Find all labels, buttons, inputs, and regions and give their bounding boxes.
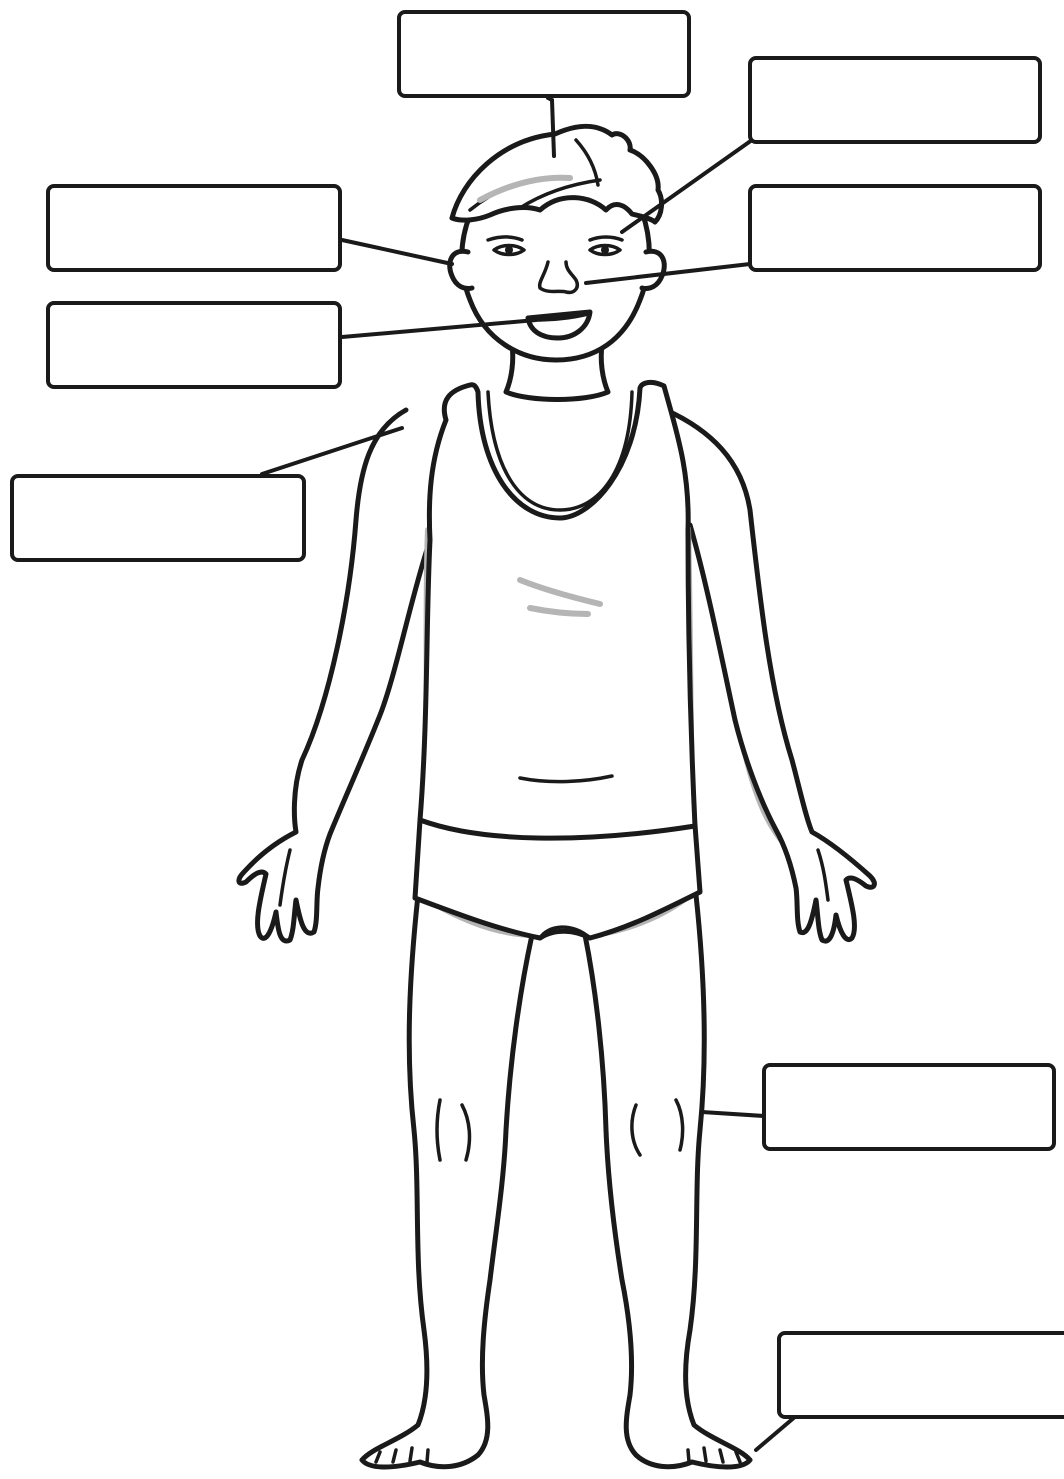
label-box-shoulder[interactable] [12, 476, 304, 560]
leader-ear [342, 240, 452, 264]
torso-vest [420, 382, 695, 838]
label-box-nose[interactable] [750, 186, 1040, 270]
label-box-ear[interactable] [48, 186, 340, 270]
label-box-hair[interactable] [399, 12, 689, 96]
label-box-foot[interactable] [779, 1333, 1064, 1417]
legs [362, 895, 750, 1467]
leader-knee [702, 1112, 764, 1116]
label-box-knee[interactable] [764, 1065, 1054, 1149]
label-box-mouth[interactable] [48, 303, 340, 387]
label-box-eye[interactable] [750, 58, 1040, 142]
leader-foot [756, 1416, 796, 1450]
